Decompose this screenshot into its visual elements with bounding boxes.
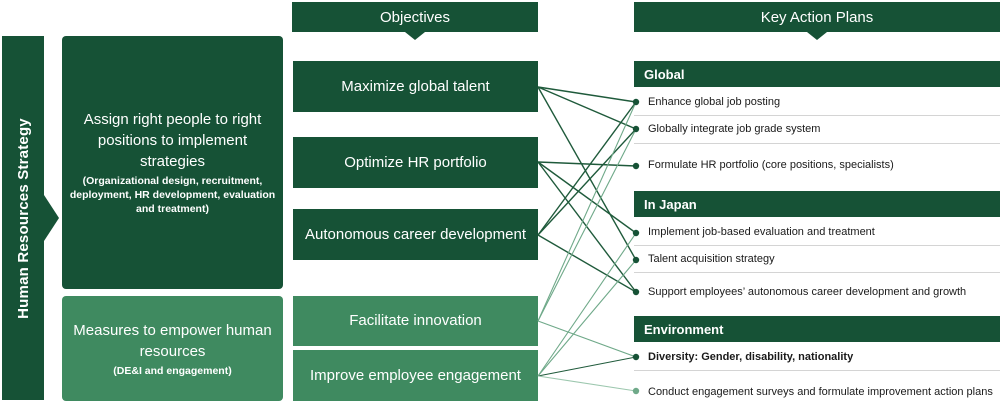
objectives-header: Objectives: [292, 2, 538, 40]
section-japan-label: In Japan: [644, 196, 697, 212]
strategy-assign-detail: (Organizational design, recruitment, dep…: [69, 175, 276, 215]
objectives-header-label: Objectives: [292, 2, 538, 32]
plan-item: Conduct engagement surveys and formulate…: [634, 371, 1000, 413]
strategy-empower-detail: (DE&I and engagement): [113, 364, 232, 377]
connector-dot-icon: [632, 98, 640, 106]
plan-item: Implement job-based evaluation and treat…: [634, 219, 1000, 246]
objective-label: Autonomous career development: [305, 225, 526, 243]
connector-line: [537, 86, 637, 103]
connector-dot-icon: [632, 162, 640, 170]
connector-line: [537, 356, 637, 377]
connector-dot-icon: [632, 256, 640, 264]
objective-facilitate-innovation: Facilitate innovation: [293, 296, 538, 346]
connector-dot-icon: [632, 387, 640, 395]
hr-strategy-strip: Human Resources Strategy: [2, 36, 44, 400]
connector-line: [537, 86, 637, 130]
plan-item-label: Talent acquisition strategy: [648, 252, 775, 265]
objective-maximize-global-talent: Maximize global talent: [293, 61, 538, 112]
connector-line: [537, 86, 637, 261]
plan-item: Support employees’ autonomous career dev…: [634, 273, 1000, 311]
objective-label: Improve employee engagement: [310, 366, 521, 384]
section-environment-label: Environment: [644, 321, 724, 337]
connector-line: [537, 232, 637, 377]
strategy-box-empower: Measures to empower human resources (DE&…: [62, 296, 283, 401]
objectives-header-pointer-icon: [405, 32, 425, 40]
connector-dot-icon: [632, 125, 640, 133]
objective-optimize-hr-portfolio: Optimize HR portfolio: [293, 137, 538, 188]
connector-line: [537, 234, 637, 293]
plan-item-label: Formulate HR portfolio (core positions, …: [648, 158, 894, 171]
connector-line: [537, 320, 637, 358]
plan-item: Talent acquisition strategy: [634, 246, 1000, 273]
plan-item-label: Globally integrate job grade system: [648, 123, 821, 135]
plan-item-label: Enhance global job posting: [648, 95, 781, 108]
section-global-label: Global: [644, 66, 685, 82]
connector-line: [537, 101, 637, 322]
objective-label: Maximize global talent: [341, 77, 490, 95]
plans-header: Key Action Plans: [634, 2, 1000, 40]
plans-header-label: Key Action Plans: [634, 2, 1000, 32]
objective-label: Facilitate innovation: [349, 312, 482, 329]
plan-item-label: Diversity: Gender, disability, nationali…: [648, 350, 854, 363]
objective-label: Optimize HR portfolio: [344, 153, 487, 171]
strategy-assign-title: Assign right people to right positions t…: [83, 111, 262, 170]
connector-line: [537, 161, 637, 167]
plan-item: Diversity: Gender, disability, nationali…: [634, 344, 1000, 371]
strategy-arrow-icon: [44, 195, 59, 241]
plans-header-pointer-icon: [807, 32, 827, 40]
connector-dot-icon: [632, 353, 640, 361]
connector-line: [537, 375, 637, 392]
plan-item: Enhance global job posting: [634, 89, 1000, 116]
connector-dot-icon: [632, 288, 640, 296]
objective-autonomous-career: Autonomous career development: [293, 209, 538, 260]
strategy-empower-title: Measures to empower human resources: [73, 321, 272, 360]
plan-item: Globally integrate job grade system: [634, 116, 1000, 144]
section-environment: Environment: [634, 316, 1000, 342]
plan-item-label: Conduct engagement surveys and formulate…: [648, 385, 993, 398]
connector-line: [537, 161, 637, 293]
connector-line: [537, 128, 637, 236]
plan-item-label: Support employees’ autonomous career dev…: [648, 285, 967, 298]
connector-line: [537, 161, 637, 234]
section-global: Global: [634, 61, 1000, 87]
connector-line: [537, 101, 637, 236]
connector-line: [537, 128, 637, 322]
plan-item: Formulate HR portfolio (core positions, …: [634, 144, 1000, 186]
strategy-box-assign: Assign right people to right positions t…: [62, 36, 283, 289]
connector-line: [537, 259, 637, 377]
plan-item-label: Implement job-based evaluation and treat…: [648, 225, 875, 238]
objective-improve-engagement: Improve employee engagement: [293, 350, 538, 401]
section-japan: In Japan: [634, 191, 1000, 217]
connector-dot-icon: [632, 229, 640, 237]
